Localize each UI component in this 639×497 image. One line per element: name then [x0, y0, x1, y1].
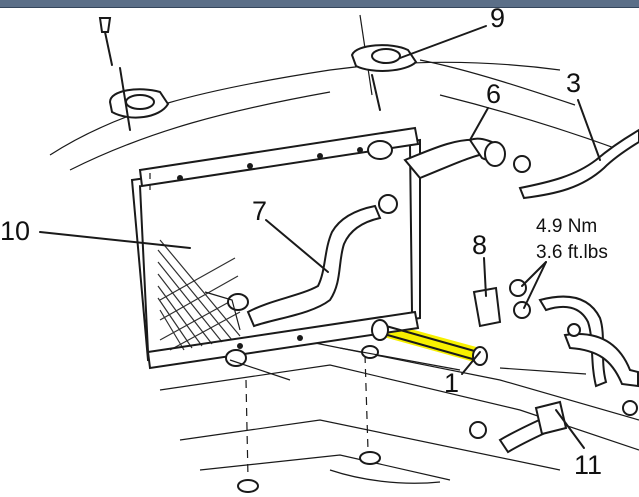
callout-7: 7	[252, 196, 267, 226]
window-top-bar	[0, 0, 639, 8]
callout-11: 11	[574, 450, 602, 480]
lower-mounts	[149, 168, 381, 493]
radiator-core	[130, 126, 421, 370]
callout-9: 9	[490, 3, 505, 33]
mount-bracket-left	[98, 17, 170, 131]
right-cooler-lines	[469, 279, 639, 454]
callout-3: 3	[566, 68, 581, 98]
callout-6: 6	[486, 79, 501, 109]
transmission-hose	[371, 319, 488, 366]
callout-1: 1	[444, 368, 459, 398]
torque-metric-label: 4.9 Nm	[536, 216, 597, 237]
callout-8: 8	[472, 230, 487, 260]
leader-lines	[39, 25, 601, 449]
mount-bracket-right	[350, 44, 418, 111]
callout-10: 10	[0, 216, 30, 246]
overflow-hose	[518, 128, 639, 200]
torque-imperial-label: 3.6 ft.lbs	[536, 242, 608, 263]
vehicle-body-panels	[49, 14, 639, 484]
upper-hose	[367, 137, 531, 180]
